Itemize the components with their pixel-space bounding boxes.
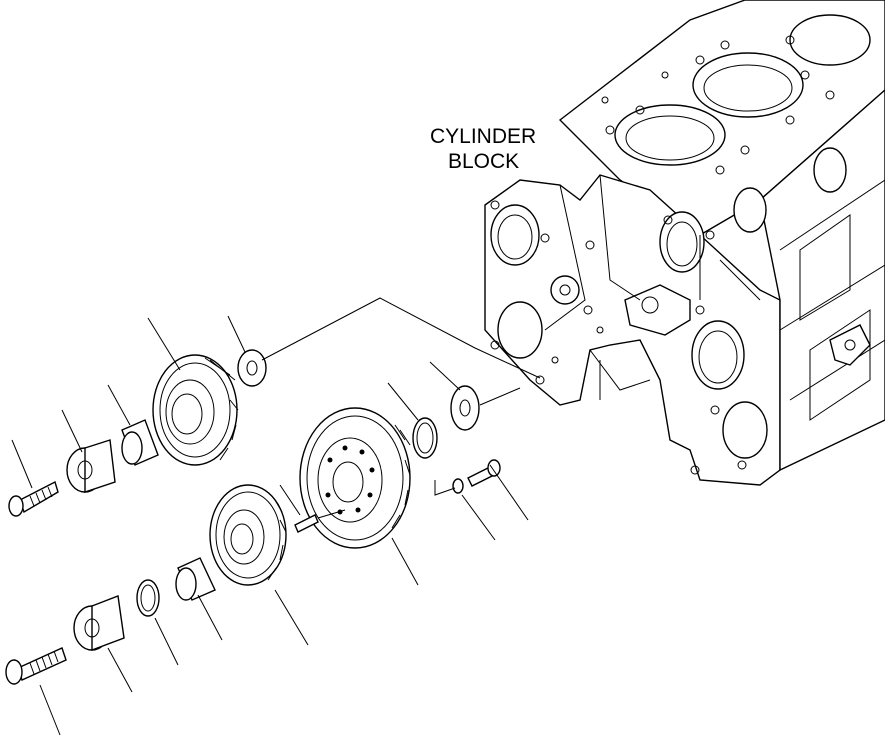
lower-bolt: [5, 647, 67, 685]
right-thrust-washer: [450, 385, 480, 431]
lower-shaft: [73, 595, 125, 652]
main-idler-gear: [299, 407, 411, 549]
upper-bushing: [121, 419, 159, 466]
upper-shaft: [66, 439, 116, 493]
lower-bushing: [175, 557, 216, 601]
upper-idler-gear: [152, 354, 239, 466]
lower-snap-ring: [136, 579, 160, 617]
small-bolt: [467, 459, 501, 487]
cylinder-block-label-line1: CYLINDER: [430, 125, 536, 148]
cylinder-block-label-line2: BLOCK: [448, 150, 519, 173]
dowel-pin: [294, 514, 319, 533]
upper-bolt: [8, 480, 59, 517]
upper-thrust-washer: [237, 349, 267, 387]
cylinder-block: [484, 0, 885, 486]
right-snap-ring: [412, 417, 438, 459]
lower-idler-gear: [209, 484, 287, 586]
small-washer: [452, 478, 464, 494]
leader-lines: [11, 297, 541, 736]
